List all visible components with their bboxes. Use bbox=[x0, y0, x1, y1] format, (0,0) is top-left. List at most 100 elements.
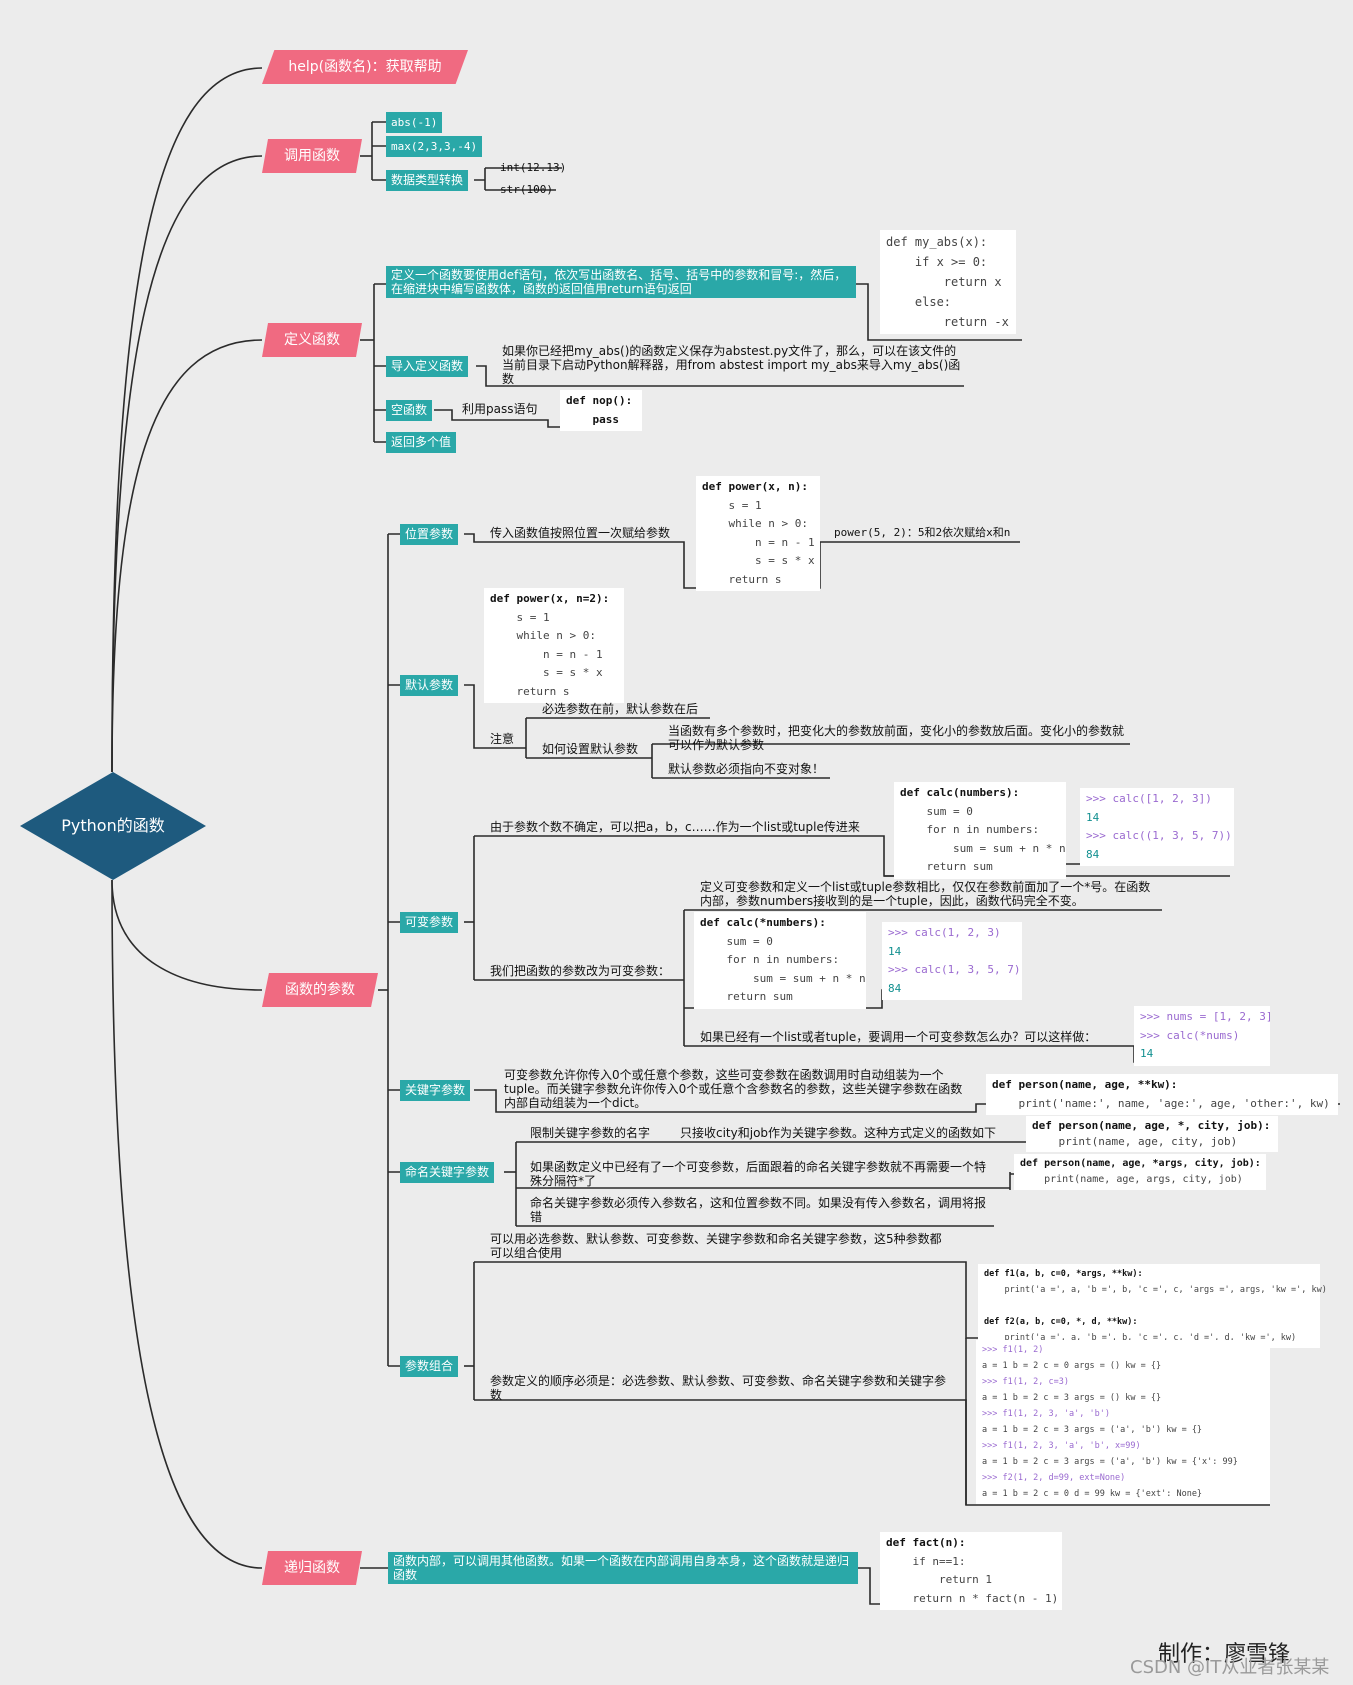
code-line: n = n - 1 bbox=[702, 535, 815, 549]
root-label: Python的函数 bbox=[61, 816, 165, 835]
repl-line: >>> calc(1, 2, 3) bbox=[888, 926, 1001, 939]
code-line: while n > 0: bbox=[490, 629, 596, 642]
variadic-repl-1: >>> calc([1, 2, 3])14>>> calc((1, 3, 5, … bbox=[1080, 788, 1234, 866]
repl-line: 84 bbox=[1086, 847, 1100, 861]
repl-line: 84 bbox=[888, 981, 902, 995]
code-line: def fact(n): bbox=[886, 1536, 966, 1549]
code-line: def power(x, n=2): bbox=[490, 592, 610, 605]
code-line: else: bbox=[886, 295, 952, 309]
call-item-type-conversion[interactable]: 数据类型转换 bbox=[386, 170, 469, 191]
positional-desc: 传入函数值按照位置一次赋给参数 bbox=[490, 526, 671, 540]
repl-line: >>> f1(1, 2, 3, 'a', 'b', x=99) bbox=[982, 1441, 1141, 1451]
code-line: def person(name, age, *, city, job): bbox=[1032, 1119, 1271, 1132]
code-line: return sum bbox=[700, 990, 793, 1003]
code-line: return s bbox=[490, 684, 570, 698]
positional-param-node[interactable]: 位置参数 bbox=[400, 524, 459, 545]
repl-line: >>> f1(1, 2, 3, 'a', 'b') bbox=[982, 1409, 1110, 1419]
keyword-desc: 可变参数允许你传入0个或任意个参数，这些可变参数在函数调用时自动组装为一个tup… bbox=[504, 1068, 963, 1110]
call-item-max[interactable]: max(2,3,3,-4) bbox=[386, 136, 483, 157]
code-line: if x >= 0: bbox=[886, 255, 988, 269]
variadic-repl-2: >>> calc(1, 2, 3)14>>> calc(1, 3, 5, 7)8… bbox=[882, 922, 1022, 1000]
code-line: def f1(a, b, c=0, *args, **kw): bbox=[984, 1269, 1143, 1279]
combo-desc-1: 可以用必选参数、默认参数、可变参数、关键字参数和命名关键字参数，这5种参数都可以… bbox=[490, 1232, 942, 1260]
recursion-description[interactable]: 函数内部，可以调用其他函数。如果一个函数在内部调用自身本身，这个函数就是递归函数 bbox=[388, 1552, 858, 1584]
named-code-block-1: def person(name, age, *, city, job): pri… bbox=[1026, 1116, 1278, 1152]
nop-code-block: def nop(): pass bbox=[560, 390, 642, 431]
repl-line: 14 bbox=[888, 944, 902, 958]
repl-line: 14 bbox=[1086, 810, 1100, 824]
root-diamond-shape bbox=[20, 772, 206, 880]
node-help[interactable]: help(函数名)：获取帮助 bbox=[262, 50, 468, 84]
code-line: sum = sum + n * n bbox=[900, 841, 1066, 855]
code-line: return s bbox=[702, 572, 782, 586]
code-line: s = s * x bbox=[490, 666, 603, 679]
node-help-label: help(函数名)：获取帮助 bbox=[288, 59, 442, 75]
define-empty-desc: 利用pass语句 bbox=[462, 402, 538, 416]
code-text: def nop(): bbox=[566, 394, 633, 407]
code-line: return 1 bbox=[886, 1573, 992, 1586]
root-node[interactable]: Python的函数 bbox=[20, 772, 206, 880]
node-recursion-label: 递归函数 bbox=[284, 1560, 340, 1576]
repl-line: >>> f2(1, 2, d=99, ext=None) bbox=[982, 1473, 1126, 1483]
code-line: def calc(numbers): bbox=[900, 786, 1020, 799]
define-empty-node[interactable]: 空函数 bbox=[386, 400, 433, 421]
code-line: def my_abs(x): bbox=[886, 235, 988, 249]
combo-param-node[interactable]: 参数组合 bbox=[400, 1356, 459, 1377]
code-line: for n in numbers: bbox=[700, 953, 840, 966]
variadic-repl-3: >>> nums = [1, 2, 3]>>> calc(*nums)14 bbox=[1134, 1006, 1273, 1066]
keyword-param-node[interactable]: 关键字参数 bbox=[400, 1080, 471, 1101]
positional-code-block: def power(x, n): s = 1 while n > 0: n = … bbox=[696, 476, 820, 591]
repl-line: >>> calc([1, 2, 3]) bbox=[1086, 792, 1212, 805]
node-define[interactable]: 定义函数 bbox=[262, 323, 362, 357]
combo-repl: >>> f1(1, 2)a = 1 b = 2 c = 0 args = () … bbox=[976, 1340, 1270, 1504]
code-line: print('a =', a, 'b =', b, 'c =', c, 'd =… bbox=[984, 1333, 1297, 1343]
keyword-code-block: def person(name, age, **kw): print('name… bbox=[986, 1074, 1338, 1115]
node-params-label: 函数的参数 bbox=[285, 982, 355, 998]
code-line: return n * fact(n - 1) bbox=[886, 1591, 1059, 1605]
code-line: sum = 0 bbox=[700, 934, 773, 948]
named-keyword-param-node[interactable]: 命名关键字参数 bbox=[400, 1162, 495, 1183]
code-line: s = 1 bbox=[490, 610, 550, 624]
node-call[interactable]: 调用函数 bbox=[262, 139, 362, 173]
code-line bbox=[984, 1298, 1314, 1314]
repl-line: a = 1 b = 2 c = 3 args = () kw = {} bbox=[982, 1393, 1162, 1403]
code-line: while n > 0: bbox=[702, 517, 808, 530]
combo-desc-2: 参数定义的顺序必须是：必选参数、默认参数、可变参数、命名关键字参数和关键字参数 bbox=[490, 1374, 947, 1402]
code-line: s = s * x bbox=[702, 554, 815, 567]
define-description[interactable]: 定义一个函数要使用def语句，依次写出函数名、括号、括号中的参数和冒号:，然后，… bbox=[386, 266, 856, 298]
default-param-node[interactable]: 默认参数 bbox=[400, 675, 459, 696]
repl-line: >>> f1(1, 2) bbox=[982, 1345, 1044, 1355]
repl-line: 14 bbox=[1140, 1047, 1154, 1060]
code-line: print('a =', a, 'b =', b, 'c =', c, 'arg… bbox=[984, 1285, 1327, 1295]
code-line: def nop(): bbox=[566, 392, 636, 411]
default-note-label: 注意 bbox=[490, 732, 515, 746]
code-line: def person(name, age, **kw): bbox=[992, 1078, 1178, 1091]
define-import-node[interactable]: 导入定义函数 bbox=[386, 356, 469, 377]
node-call-label: 调用函数 bbox=[284, 148, 340, 164]
node-recursion[interactable]: 递归函数 bbox=[262, 1551, 362, 1585]
named-limit: 限制关键字参数的名字 bbox=[530, 1126, 651, 1140]
call-item-abs[interactable]: abs(-1) bbox=[386, 112, 443, 133]
code-line: return sum bbox=[900, 860, 993, 873]
code-line: n = n - 1 bbox=[490, 647, 603, 661]
define-import-desc: 如果你已经把my_abs()的函数定义保存为abstest.py文件了，那么，可… bbox=[502, 344, 961, 386]
node-params[interactable]: 函数的参数 bbox=[262, 973, 378, 1007]
code-line: def power(x, n): bbox=[702, 480, 808, 493]
variadic-desc-1: 由于参数个数不确定，可以把a，b，c……作为一个list或tuple传进来 bbox=[490, 820, 860, 834]
code-line: def person(name, age, *args, city, job): bbox=[1020, 1158, 1261, 1169]
repl-line: >>> nums = [1, 2, 3] bbox=[1140, 1010, 1273, 1023]
code-line: if n==1: bbox=[886, 1554, 966, 1568]
code-line: print(name, age, args, city, job) bbox=[1020, 1174, 1243, 1185]
code-line: sum = sum + n * n bbox=[700, 971, 866, 985]
define-multi-return-node[interactable]: 返回多个值 bbox=[386, 432, 457, 453]
credit-text: 制作：廖雪锋 bbox=[1158, 1642, 1291, 1667]
code-line: sum = 0 bbox=[900, 804, 973, 818]
named-code-block-2: def person(name, age, *args, city, job):… bbox=[1014, 1154, 1266, 1190]
default-how-desc: 当函数有多个参数时，把变化大的参数放前面，变化小的参数放后面。变化小的参数就可以… bbox=[668, 724, 1125, 752]
default-note-required: 必选参数在前，默认参数在后 bbox=[542, 702, 699, 716]
variadic-desc-3: 定义可变参数和定义一个list或tuple参数相比，仅仅在参数前面加了一个*号。… bbox=[700, 880, 1151, 908]
code-line: return -x bbox=[886, 315, 1009, 329]
variadic-param-node[interactable]: 可变参数 bbox=[400, 912, 459, 933]
repl-line: a = 1 b = 2 c = 3 args = ('a', 'b') kw =… bbox=[982, 1457, 1238, 1467]
code-line: print('name:', name, 'age:', age, 'other… bbox=[992, 1096, 1330, 1110]
